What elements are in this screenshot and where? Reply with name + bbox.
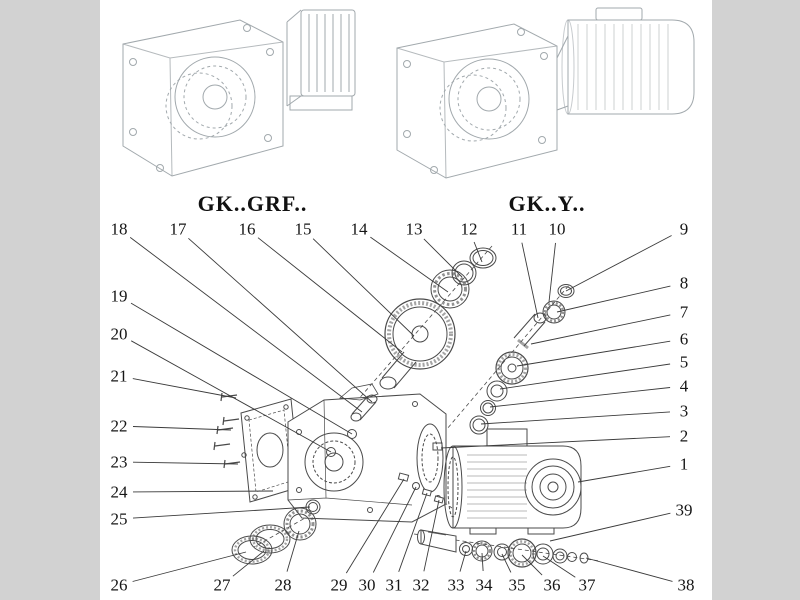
input-shaft (326, 394, 378, 457)
leader-line-1 (577, 465, 671, 483)
leader-line-20 (130, 340, 332, 453)
leader-line-34 (481, 552, 484, 572)
leader-line-26 (132, 551, 247, 582)
leader-line-2 (440, 436, 671, 449)
small-fasteners (397, 472, 444, 504)
leader-line-22 (132, 426, 232, 431)
leader-line-25 (132, 506, 311, 519)
leader-line-39 (549, 512, 671, 542)
leader-line-29 (345, 478, 405, 574)
fin-cap-icon (286, 9, 356, 111)
shim-rings-and-bearing (231, 499, 321, 565)
leader-line-4 (489, 387, 671, 408)
leader-line-16 (257, 237, 403, 353)
leader-line-9 (565, 235, 672, 292)
leader-line-15 (312, 238, 415, 337)
leader-line-21 (132, 378, 237, 399)
housing-outline (122, 19, 284, 177)
leader-line-38 (585, 557, 673, 582)
output-gear-stack (379, 247, 497, 390)
leader-line-19 (130, 302, 353, 435)
leader-line-12 (473, 241, 483, 263)
leader-line-37 (542, 555, 576, 578)
leader-line-32 (423, 499, 440, 572)
motor-icon (556, 7, 695, 115)
leader-line-28 (286, 530, 300, 572)
leader-line-6 (516, 340, 671, 367)
leader-line-24 (132, 490, 274, 493)
housing-outline (396, 23, 558, 179)
input-pinion-stack (469, 284, 575, 435)
leader-line-14 (370, 236, 449, 293)
leader-line-30 (372, 486, 417, 573)
motor (432, 428, 582, 535)
leader-line-18 (129, 237, 363, 413)
model-label-gk-y: GK..Y.. (508, 191, 586, 216)
model-label-gk-grf: GK..GRF.. (197, 191, 308, 216)
gear-housing (287, 383, 447, 523)
output-shaft-assembly (417, 529, 589, 568)
leader-line-35 (501, 553, 512, 573)
leader-line-8 (556, 285, 671, 313)
leader-line-13 (423, 238, 463, 278)
leader-line-7 (530, 314, 671, 345)
overview-drawing-gk-grf (122, 9, 356, 177)
leader-line-5 (499, 363, 671, 390)
leader-line-33 (459, 550, 467, 572)
mounting-bolts (213, 392, 241, 469)
leader-line-23 (132, 461, 239, 465)
leader-lines (129, 235, 673, 582)
leader-line-36 (521, 554, 543, 576)
leader-line-10 (548, 242, 556, 303)
overview-drawing-gk-y (396, 7, 695, 179)
leader-line-3 (480, 411, 671, 425)
leader-line-31 (398, 492, 428, 572)
leader-line-11 (521, 242, 539, 319)
leader-line-17 (188, 237, 373, 403)
exploded-view (213, 245, 601, 568)
leader-line-27 (232, 550, 265, 577)
